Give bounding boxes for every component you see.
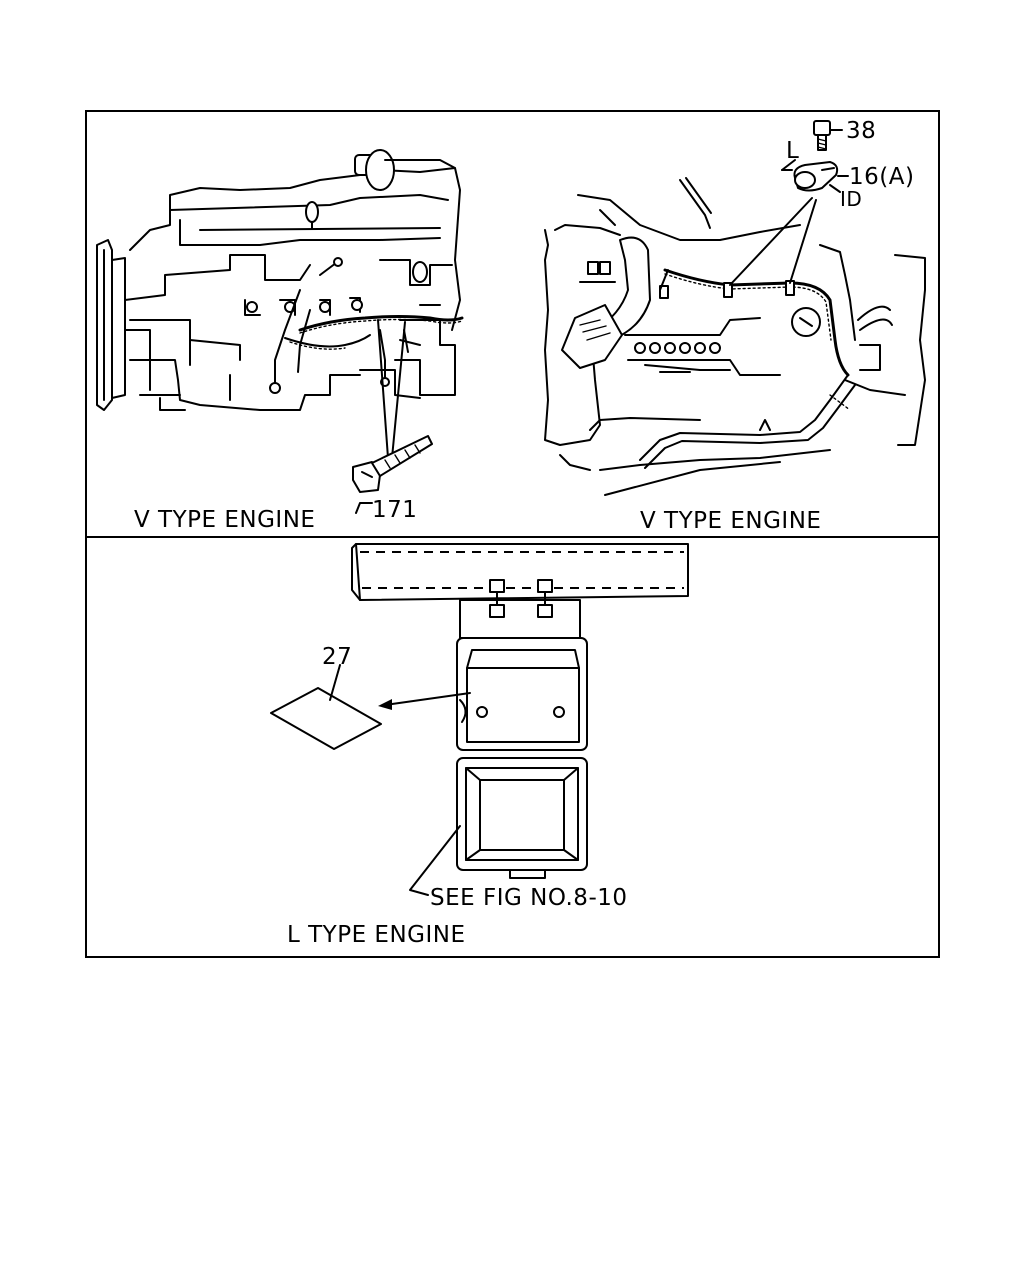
callout-171: 171 [372, 497, 417, 523]
reference-see-fig: SEE FIG NO.8-10 [430, 885, 628, 911]
arrowhead-27 [378, 699, 392, 710]
callout-38: 38 [846, 118, 876, 144]
callout-171-leader [355, 502, 373, 514]
battery-box-cover [456, 757, 588, 879]
v-engine-left-drawing [96, 149, 464, 459]
caption-top-left: V TYPE ENGINE [134, 507, 315, 533]
battery-box-top [456, 637, 588, 751]
callout-27-leader [329, 664, 341, 701]
cable-tie-part-171 [352, 435, 433, 493]
diagram-frame [85, 110, 940, 958]
dimension-id-label: ID [840, 187, 862, 211]
callout-16a: 16(A) [849, 164, 914, 190]
caption-top-right: V TYPE ENGINE [640, 508, 821, 534]
frame-rail [351, 543, 689, 601]
dimension-length-label: L [786, 138, 799, 164]
reference-leader [409, 825, 461, 896]
arrow-27 [384, 692, 471, 706]
mounting-bracket [459, 579, 581, 639]
callout-27: 27 [322, 644, 352, 670]
caption-bottom: L TYPE ENGINE [287, 922, 466, 948]
v-engine-right-drawing [544, 177, 926, 496]
label-plate-part-27 [270, 687, 382, 750]
bolt-part-38 [813, 120, 843, 151]
clip-part-16a [781, 159, 849, 193]
